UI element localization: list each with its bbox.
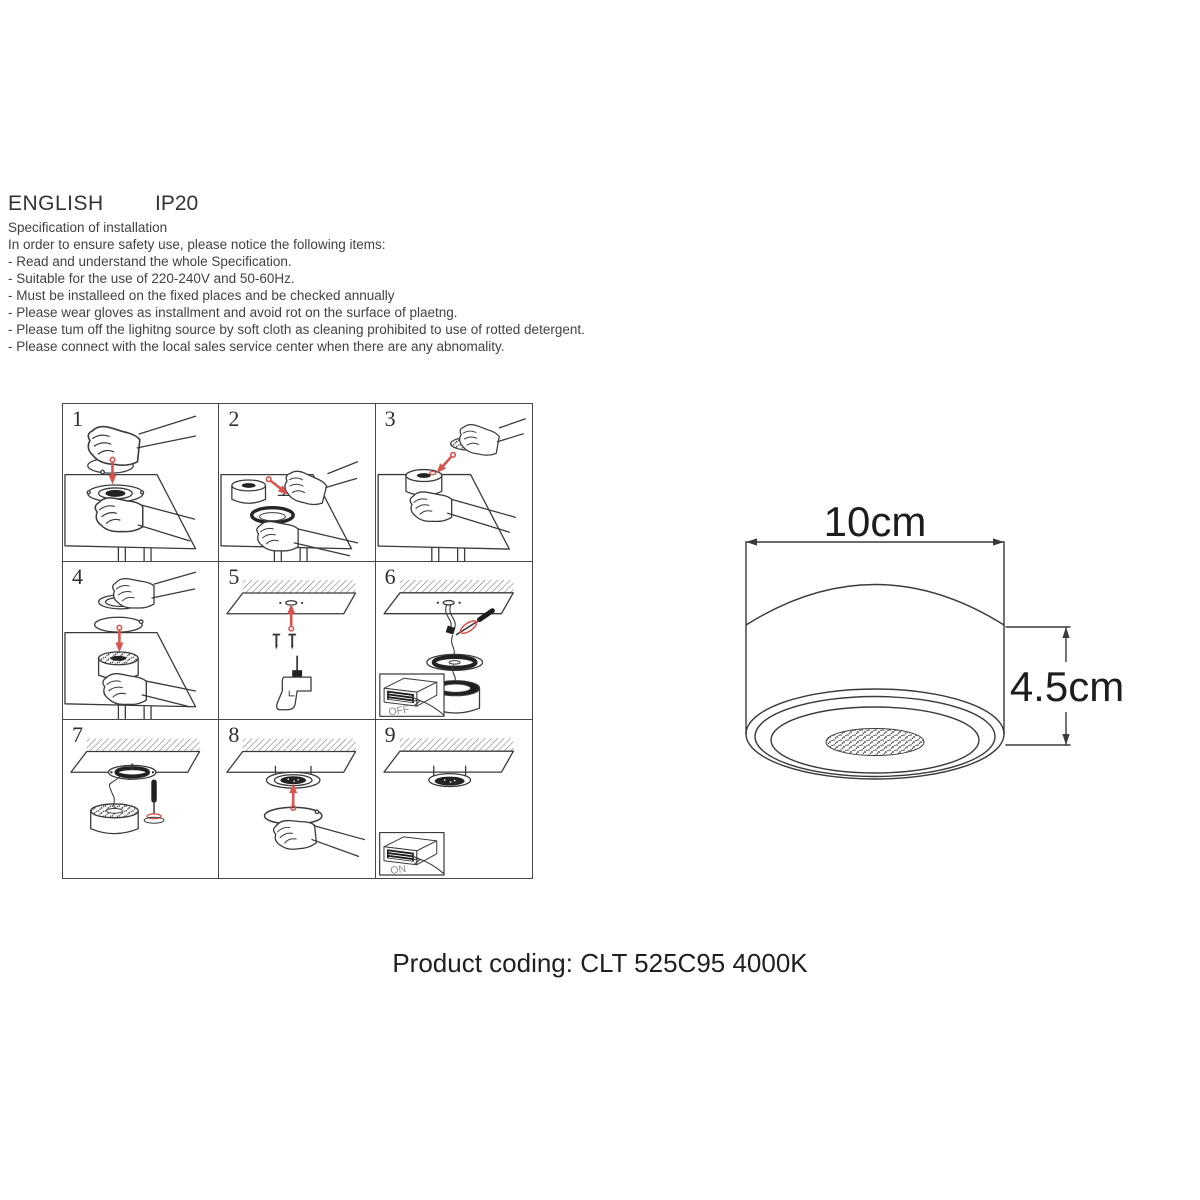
spec-item: - Please wear gloves as installment and … [8,305,458,320]
step-6-illustration: OFF [378,579,514,718]
step-4-illustration [64,571,197,719]
lamp-body-drawing [90,803,139,835]
step-3-illustration [377,418,526,561]
screws-icon [272,633,297,650]
arrow-diagonal-icon [431,449,459,478]
height-dimension [1005,626,1118,746]
spec-title: Specification of installation [8,220,168,235]
hand-icon [102,672,147,706]
step-number: 9 [384,722,396,747]
step-1-illustration [64,415,197,561]
wire-drawing [108,775,121,809]
hand-icon [272,817,318,852]
ceiling-drawing [226,738,357,773]
step-cell-7: 7 [63,720,220,878]
step-number: 1 [72,406,83,431]
step-number: 8 [228,722,240,747]
step-number: 6 [384,564,396,589]
led-area-drawing [825,728,925,756]
product-dimension-diagram: 10cm 4.5cm [745,498,1124,780]
step-cell-3: 3 [375,404,532,562]
dimension-height-label: 4.5cm [1010,663,1124,710]
step-cell-4: 4 [63,562,220,720]
spec-intro: In order to ensure safety use, please no… [8,237,386,252]
step-2-illustration [220,461,359,561]
step-number: 4 [72,564,83,589]
mounted-lamp-drawing [266,765,321,789]
hand-icon [256,520,300,552]
language-label: ENGLISH [8,192,104,215]
step-cell-9: ON 9 [376,720,532,878]
dimension-width-label: 10cm [824,498,927,545]
step-cell-6: OFF 6 [375,562,532,720]
step-number: 5 [228,564,240,589]
product-coding-text: Product coding: CLT 525C95 4000K [392,948,808,978]
trim-ring-drawing [250,506,296,525]
ip-rating-label: IP20 [155,192,199,215]
switch-off-label: OFF [387,704,409,718]
step-number: 7 [72,722,83,747]
step-number: 2 [228,406,240,431]
spec-item: - Please connect with the local sales se… [8,339,505,354]
spec-item: - Must be installeed on the fixed places… [8,288,395,303]
highlight-ellipse [146,813,162,820]
recessed-fixture-drawing [86,484,145,503]
lamp-body-drawing [231,479,267,504]
hand-icon [112,578,155,609]
highlight-ellipse [459,620,478,635]
step-cell-5: 5 [219,562,376,720]
spec-item: - Suitable for the use of 220-240V and 5… [8,271,295,286]
hand-icon [455,422,501,458]
step-5-illustration [226,579,357,711]
step-number: 3 [384,406,396,431]
mounted-lamp-drawing [427,765,471,788]
step-8-illustration [226,738,366,858]
lamp-outline-drawing [745,541,1005,780]
lamp-body-drawing [404,468,443,497]
switch-on-label: ON [389,864,406,877]
step-cell-8: 8 [219,720,376,878]
step-7-illustration [70,738,201,835]
mounting-plate-drawing [425,653,483,671]
width-dimension [745,538,1005,546]
installation-steps-grid: 1 [62,403,533,879]
ceiling-drawing [382,737,514,773]
step-cell-1: 1 [63,404,220,562]
wire-connector-drawing [445,625,456,635]
step-9-illustration: ON [378,737,514,877]
hand-icon [94,497,144,533]
ceiling-drawing [383,579,514,615]
step-cell-2: 2 [219,404,376,562]
specification-section: Specification of installation In order t… [8,219,585,355]
hand-icon [409,491,452,523]
spec-item: - Please tum off the lighitng source by … [8,322,585,337]
spec-item: - Read and understand the whole Specific… [8,254,292,269]
drill-icon [276,655,312,711]
